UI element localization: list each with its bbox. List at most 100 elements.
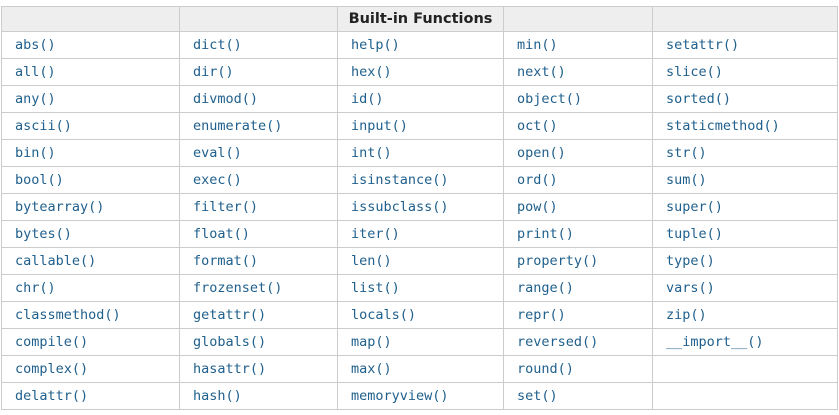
function-link[interactable]: ord() <box>517 172 558 188</box>
table-cell: chr() <box>1 274 180 302</box>
function-link[interactable]: abs() <box>15 37 56 53</box>
table-cell: repr() <box>503 301 653 329</box>
empty-cell <box>652 382 838 410</box>
header-cell-5 <box>652 6 838 32</box>
function-link[interactable]: id() <box>351 91 384 107</box>
function-link[interactable]: str() <box>666 145 707 161</box>
function-link[interactable]: dict() <box>193 37 242 53</box>
table-cell: bytes() <box>1 220 180 248</box>
function-link[interactable]: help() <box>351 37 400 53</box>
empty-cell <box>652 355 838 383</box>
table-row: delattr() hash() memoryview() set() <box>1 382 838 410</box>
table-cell: print() <box>503 220 653 248</box>
function-link[interactable]: memoryview() <box>351 388 449 404</box>
function-link[interactable]: eval() <box>193 145 242 161</box>
function-link[interactable]: hex() <box>351 64 392 80</box>
function-link[interactable]: min() <box>517 37 558 53</box>
function-link[interactable]: exec() <box>193 172 242 188</box>
table-row: classmethod() getattr() locals() repr() zip(… <box>1 301 838 329</box>
function-link[interactable]: enumerate() <box>193 118 283 134</box>
function-link[interactable]: len() <box>351 253 392 269</box>
function-link[interactable]: compile() <box>15 334 89 350</box>
function-link[interactable]: classmethod() <box>15 307 121 323</box>
function-link[interactable]: iter() <box>351 226 400 242</box>
function-link[interactable]: type() <box>666 253 715 269</box>
function-link[interactable]: chr() <box>15 280 56 296</box>
table-row: bin() eval() int() open() str() <box>1 139 838 167</box>
function-link[interactable]: vars() <box>666 280 715 296</box>
function-link[interactable]: round() <box>517 361 574 377</box>
table-cell: bin() <box>1 139 180 167</box>
function-link[interactable]: __import__() <box>666 334 764 350</box>
function-link[interactable]: divmod() <box>193 91 259 107</box>
function-link[interactable]: globals() <box>193 334 267 350</box>
function-link[interactable]: slice() <box>666 64 723 80</box>
function-link[interactable]: ascii() <box>15 118 72 134</box>
function-link[interactable]: open() <box>517 145 566 161</box>
function-link[interactable]: isinstance() <box>351 172 449 188</box>
function-link[interactable]: staticmethod() <box>666 118 780 134</box>
function-link[interactable]: any() <box>15 91 56 107</box>
function-link[interactable]: delattr() <box>15 388 89 404</box>
function-link[interactable]: reversed() <box>517 334 599 350</box>
function-link[interactable]: getattr() <box>193 307 267 323</box>
table-cell: staticmethod() <box>652 112 838 140</box>
table-row: compile() globals() map() reversed() __impor… <box>1 328 838 356</box>
function-link[interactable]: list() <box>351 280 400 296</box>
function-link[interactable]: hash() <box>193 388 242 404</box>
table-cell: property() <box>503 247 653 275</box>
table-cell: eval() <box>179 139 338 167</box>
table-cell: isinstance() <box>337 166 504 194</box>
function-link[interactable]: issubclass() <box>351 199 449 215</box>
function-link[interactable]: format() <box>193 253 259 269</box>
function-link[interactable]: tuple() <box>666 226 723 242</box>
function-link[interactable]: next() <box>517 64 566 80</box>
function-link[interactable]: input() <box>351 118 408 134</box>
table-cell: input() <box>337 112 504 140</box>
function-link[interactable]: bool() <box>15 172 64 188</box>
function-link[interactable]: setattr() <box>666 37 740 53</box>
table-cell: bool() <box>1 166 180 194</box>
table-cell: set() <box>503 382 653 410</box>
function-link[interactable]: repr() <box>517 307 566 323</box>
function-link[interactable]: hasattr() <box>193 361 267 377</box>
table-cell: sum() <box>652 166 838 194</box>
builtin-functions-table: Built-in Functions abs()dict()help()min(… <box>1 6 838 410</box>
function-link[interactable]: complex() <box>15 361 89 377</box>
function-link[interactable]: bin() <box>15 145 56 161</box>
table-row: all() dir() hex() next() slice() <box>1 58 838 86</box>
function-link[interactable]: bytearray() <box>15 199 105 215</box>
table-cell: min() <box>503 31 653 59</box>
function-link[interactable]: filter() <box>193 199 259 215</box>
function-link[interactable]: int() <box>351 145 392 161</box>
function-link[interactable]: sum() <box>666 172 707 188</box>
function-link[interactable]: all() <box>15 64 56 80</box>
function-link[interactable]: property() <box>517 253 599 269</box>
function-link[interactable]: map() <box>351 334 392 350</box>
table-cell: float() <box>179 220 338 248</box>
function-link[interactable]: callable() <box>15 253 97 269</box>
table-cell: hex() <box>337 58 504 86</box>
table-row: bytes() float() iter() print() tuple() <box>1 220 838 248</box>
function-link[interactable]: sorted() <box>666 91 732 107</box>
table-cell: ord() <box>503 166 653 194</box>
function-link[interactable]: frozenset() <box>193 280 283 296</box>
function-link[interactable]: object() <box>517 91 583 107</box>
function-link[interactable]: locals() <box>351 307 417 323</box>
table-cell: classmethod() <box>1 301 180 329</box>
function-link[interactable]: float() <box>193 226 250 242</box>
function-link[interactable]: print() <box>517 226 574 242</box>
table-cell: divmod() <box>179 85 338 113</box>
function-link[interactable]: range() <box>517 280 574 296</box>
function-link[interactable]: super() <box>666 199 723 215</box>
table-cell: zip() <box>652 301 838 329</box>
function-link[interactable]: zip() <box>666 307 707 323</box>
function-link[interactable]: oct() <box>517 118 558 134</box>
function-link[interactable]: dir() <box>193 64 234 80</box>
function-link[interactable]: set() <box>517 388 558 404</box>
table-cell: any() <box>1 85 180 113</box>
function-link[interactable]: bytes() <box>15 226 72 242</box>
function-link[interactable]: pow() <box>517 199 558 215</box>
function-link[interactable]: max() <box>351 361 392 377</box>
header-cell-2 <box>179 6 338 32</box>
